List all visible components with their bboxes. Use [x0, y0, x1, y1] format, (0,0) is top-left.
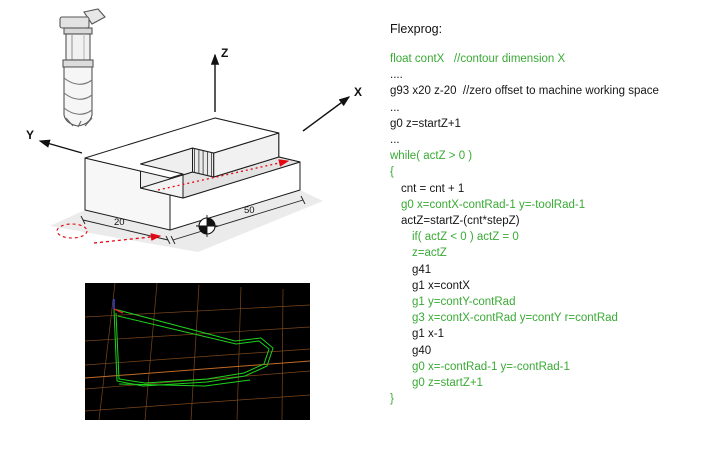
toolpath-dotted-line [157, 159, 290, 191]
spindle-rotation-ellipse [56, 223, 88, 239]
code-listing: float contX //contour dimension X.... g93… [390, 51, 716, 407]
code-line: { [390, 166, 394, 179]
code-line: g40 [412, 344, 432, 357]
hatch-lines [194, 148, 213, 177]
approach-arrow [93, 233, 162, 244]
code-line: .... [390, 69, 403, 82]
viewport-grid [85, 283, 310, 420]
code-line: cnt = cnt + 1 [401, 182, 465, 195]
code-line: if( actZ < 0 ) actZ = 0 [412, 231, 519, 244]
toolpath-viewport [85, 283, 310, 420]
x-axis-arrow [302, 96, 351, 132]
machine-table-shadow [50, 190, 323, 252]
axes [38, 53, 351, 154]
code-line: g41 [412, 263, 432, 276]
code-line: while( actZ > 0 ) [390, 150, 473, 163]
datum-marker [196, 215, 218, 237]
code-panel: Flexprog: float contX //contour dimensio… [390, 22, 716, 407]
viewport-grid-highlight [85, 360, 310, 379]
code-line: actZ=startZ-(cnt*stepZ) [401, 215, 520, 228]
dim-50-line [172, 199, 304, 241]
code-line: g0 z=startZ+1 [390, 117, 461, 130]
end-mill-tool [59, 8, 106, 128]
z-axis-label: Z [221, 46, 228, 60]
code-line: g93 x20 z-20 //zero offset to machine wo… [390, 85, 659, 98]
toolpath-polyline [113, 308, 274, 387]
y-axis-label: Y [26, 128, 34, 142]
y-axis-arrow [38, 139, 83, 154]
code-line: float contX //contour dimension X [390, 53, 566, 65]
code-title: Flexprog: [390, 22, 443, 36]
code-line: g0 z=startZ+1 [412, 377, 483, 390]
dim-20-label: 20 [114, 217, 125, 228]
toolpath-annotations [56, 159, 290, 244]
x-axis-label: X [354, 85, 362, 99]
code-line: g0 x=contX-contRad-1 y=-toolRad-1 [401, 198, 586, 211]
code-line: g3 x=contX-contRad y=contY r=contRad [412, 312, 618, 325]
workpiece-diagram: Z X Y 50 20 [26, 8, 362, 252]
dim-50-label: 50 [244, 205, 255, 216]
top-face [84, 117, 280, 179]
code-line: g1 x-1 [412, 328, 444, 341]
code-line: g1 y=contY-contRad [412, 296, 516, 309]
code-line: ... [390, 134, 400, 147]
viewport-axis-marker [113, 299, 124, 314]
code-line: } [390, 393, 394, 406]
code-line: ... [390, 101, 400, 114]
code-line: g1 x=contX [412, 279, 470, 292]
code-line: g0 x=-contRad-1 y=-contRad-1 [412, 360, 570, 373]
workpiece-block [84, 117, 301, 231]
code-line: z=actZ [412, 247, 447, 260]
